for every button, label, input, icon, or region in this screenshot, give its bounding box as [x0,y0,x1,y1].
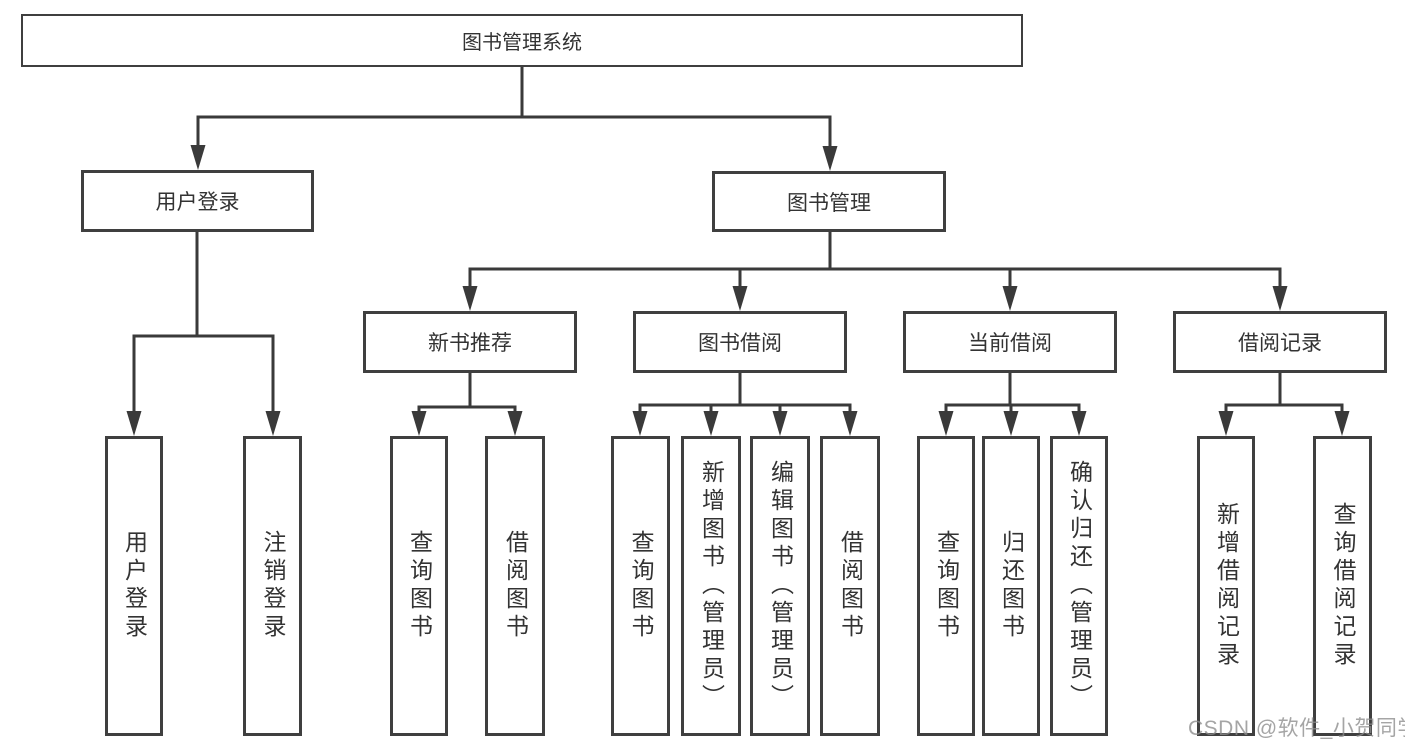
leaf-current-query-books: 查询图书 [917,436,975,736]
node-label: 查询图书 [628,530,654,642]
node-user-login: 用户登录 [81,170,314,232]
node-label: 图书管理 [787,191,871,215]
node-library-management-system: 图书管理系统 [21,14,1023,67]
leaf-recommend-query-books: 查询图书 [390,436,448,736]
node-current-borrowing: 当前借阅 [903,311,1117,373]
node-new-book-recommend: 新书推荐 [363,311,577,373]
node-label: 借阅图书 [502,530,529,642]
node-book-management: 图书管理 [712,171,946,232]
leaf-borrowing-borrow-books: 借阅图书 [820,436,880,736]
node-borrowing-records: 借阅记录 [1173,311,1387,373]
leaf-user-login: 用户登录 [105,436,163,736]
node-label: 查询图书 [933,530,960,642]
node-label: 确认归还（管理员） [1066,460,1093,712]
leaf-borrowing-edit-books-admin: 编辑图书（管理员） [750,436,810,736]
leaf-recommend-borrow-books: 借阅图书 [485,436,545,736]
node-label: 新增借阅记录 [1213,502,1240,670]
node-book-borrowing: 图书借阅 [633,311,847,373]
node-label: 当前借阅 [968,332,1052,355]
node-label: 借阅记录 [1238,332,1322,355]
node-label: 查询图书 [406,530,433,642]
node-label: 查询借阅记录 [1330,502,1356,670]
node-label: 借阅图书 [837,530,864,642]
csdn-watermark: CSDN @软件_小贺同学 [1188,717,1405,740]
leaf-current-return-books: 归还图书 [982,436,1040,736]
arrowheads [126,145,1350,436]
leaf-records-query-record: 查询借阅记录 [1313,436,1372,736]
node-label: 图书借阅 [698,332,782,355]
leaf-records-add-record: 新增借阅记录 [1197,436,1255,736]
node-label: 归还图书 [998,530,1025,642]
node-label: 新增图书（管理员） [698,460,725,712]
leaf-borrowing-query-books: 查询图书 [611,436,670,736]
node-label: 用户登录 [121,530,148,642]
leaf-logout: 注销登录 [243,436,302,736]
leaf-current-confirm-return-admin: 确认归还（管理员） [1050,436,1108,736]
node-label: 注销登录 [260,530,286,642]
leaf-borrowing-add-books-admin: 新增图书（管理员） [681,436,741,736]
node-label: 用户登录 [155,191,240,214]
node-label: 图书管理系统 [462,32,582,54]
node-label: 编辑图书（管理员） [767,460,794,712]
node-label: 新书推荐 [428,332,512,355]
